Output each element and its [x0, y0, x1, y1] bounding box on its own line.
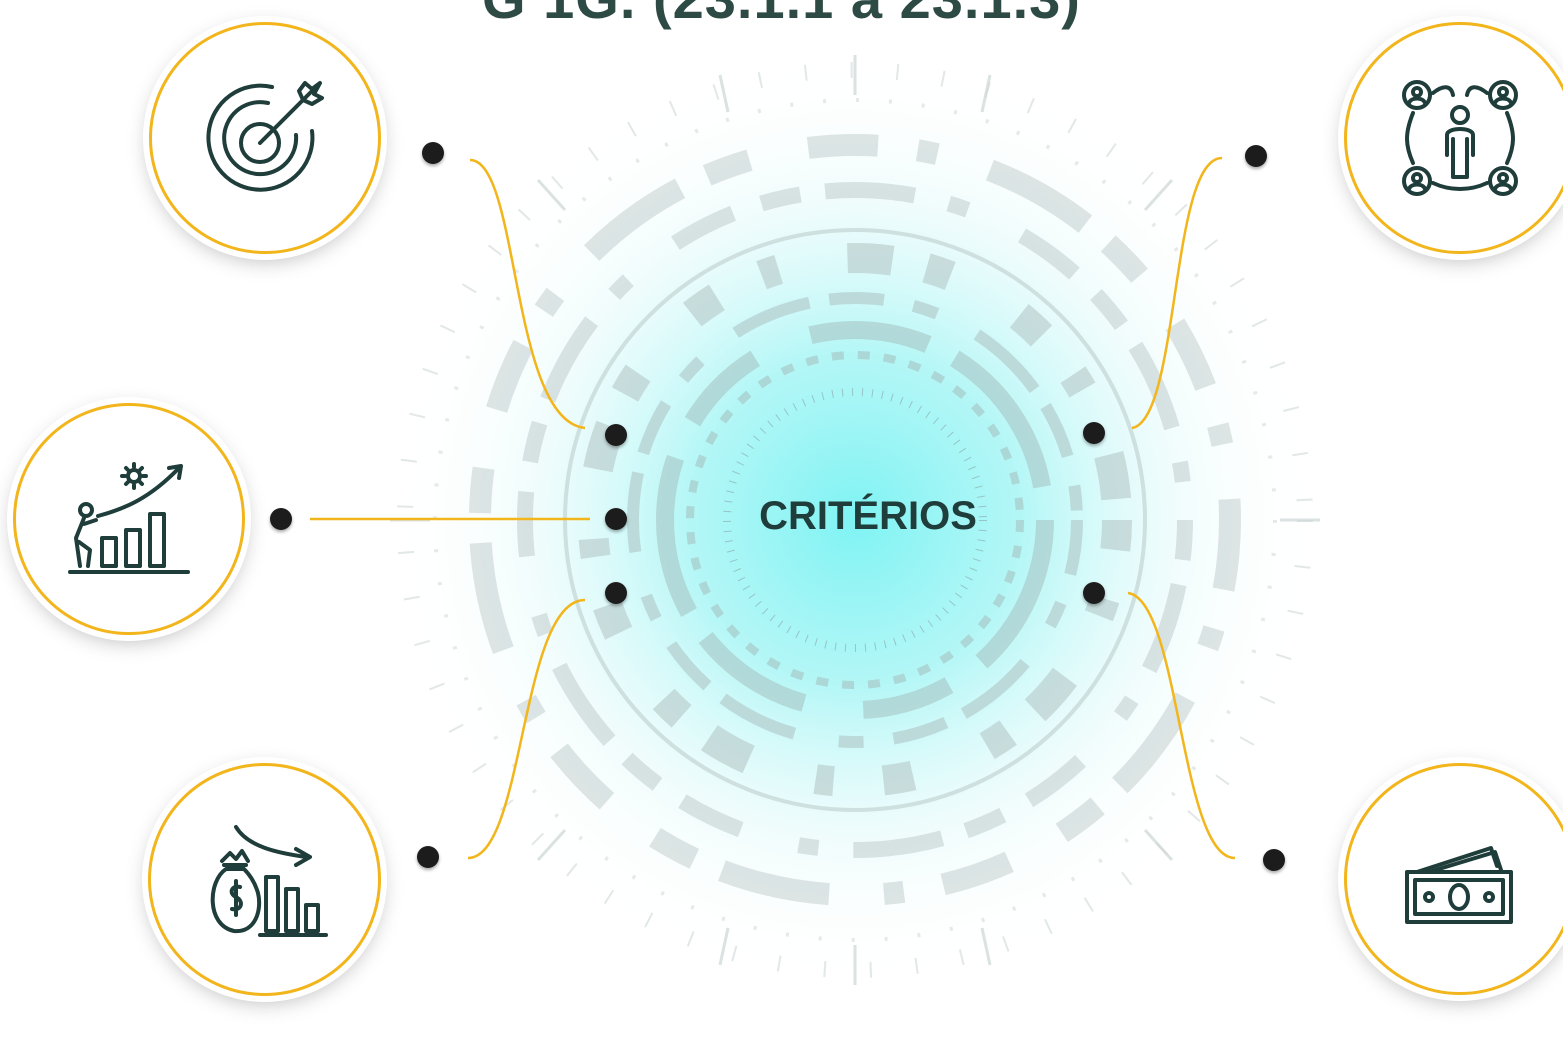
node-middle-left[interactable]: [13, 403, 245, 635]
connector-bottom-right: [1127, 591, 1236, 860]
connector-top-right: [1131, 156, 1223, 430]
dot-top-right-outer: [1245, 145, 1267, 167]
radial-ticks: [390, 55, 1320, 985]
connector-top-left: [469, 158, 586, 430]
money-bag-decline-icon: [210, 824, 328, 937]
dot-middle-left-outer: [270, 508, 292, 530]
dot-bottom-right-outer: [1263, 849, 1285, 871]
ring-1: [469, 134, 1241, 906]
target-arrow-icon: [206, 81, 324, 192]
dot-top-left-inner: [605, 424, 627, 446]
dot-bottom-right-inner: [1083, 582, 1105, 604]
outer-dot-ring: [433, 98, 1277, 942]
people-network-icon: [1402, 80, 1518, 196]
growth-chart-person-icon: [68, 462, 190, 574]
ring-5: [627, 292, 1083, 748]
node-bottom-left[interactable]: [148, 763, 381, 996]
center-label: CRITÉRIOS: [759, 494, 977, 538]
dot-top-right-inner: [1083, 422, 1105, 444]
connector-lines: [310, 156, 1236, 860]
connector-bottom-left: [467, 598, 586, 860]
dot-bottom-left-inner: [605, 582, 627, 604]
node-top-right[interactable]: [1344, 22, 1563, 254]
ring-4: [578, 243, 1132, 797]
banknotes-icon: [1405, 846, 1513, 924]
dot-middle-left-inner: [605, 508, 627, 530]
node-bottom-right[interactable]: [1344, 763, 1563, 995]
ring-7: [686, 351, 1024, 689]
node-top-left[interactable]: [149, 22, 381, 254]
dot-top-left-outer: [422, 142, 444, 164]
page-title: G 1G. (23.1.1 a 23.1.3): [0, 0, 1563, 31]
dot-bottom-left-outer: [417, 846, 439, 868]
ring-6: [656, 321, 1054, 719]
inner-tick-ring: [723, 388, 987, 652]
